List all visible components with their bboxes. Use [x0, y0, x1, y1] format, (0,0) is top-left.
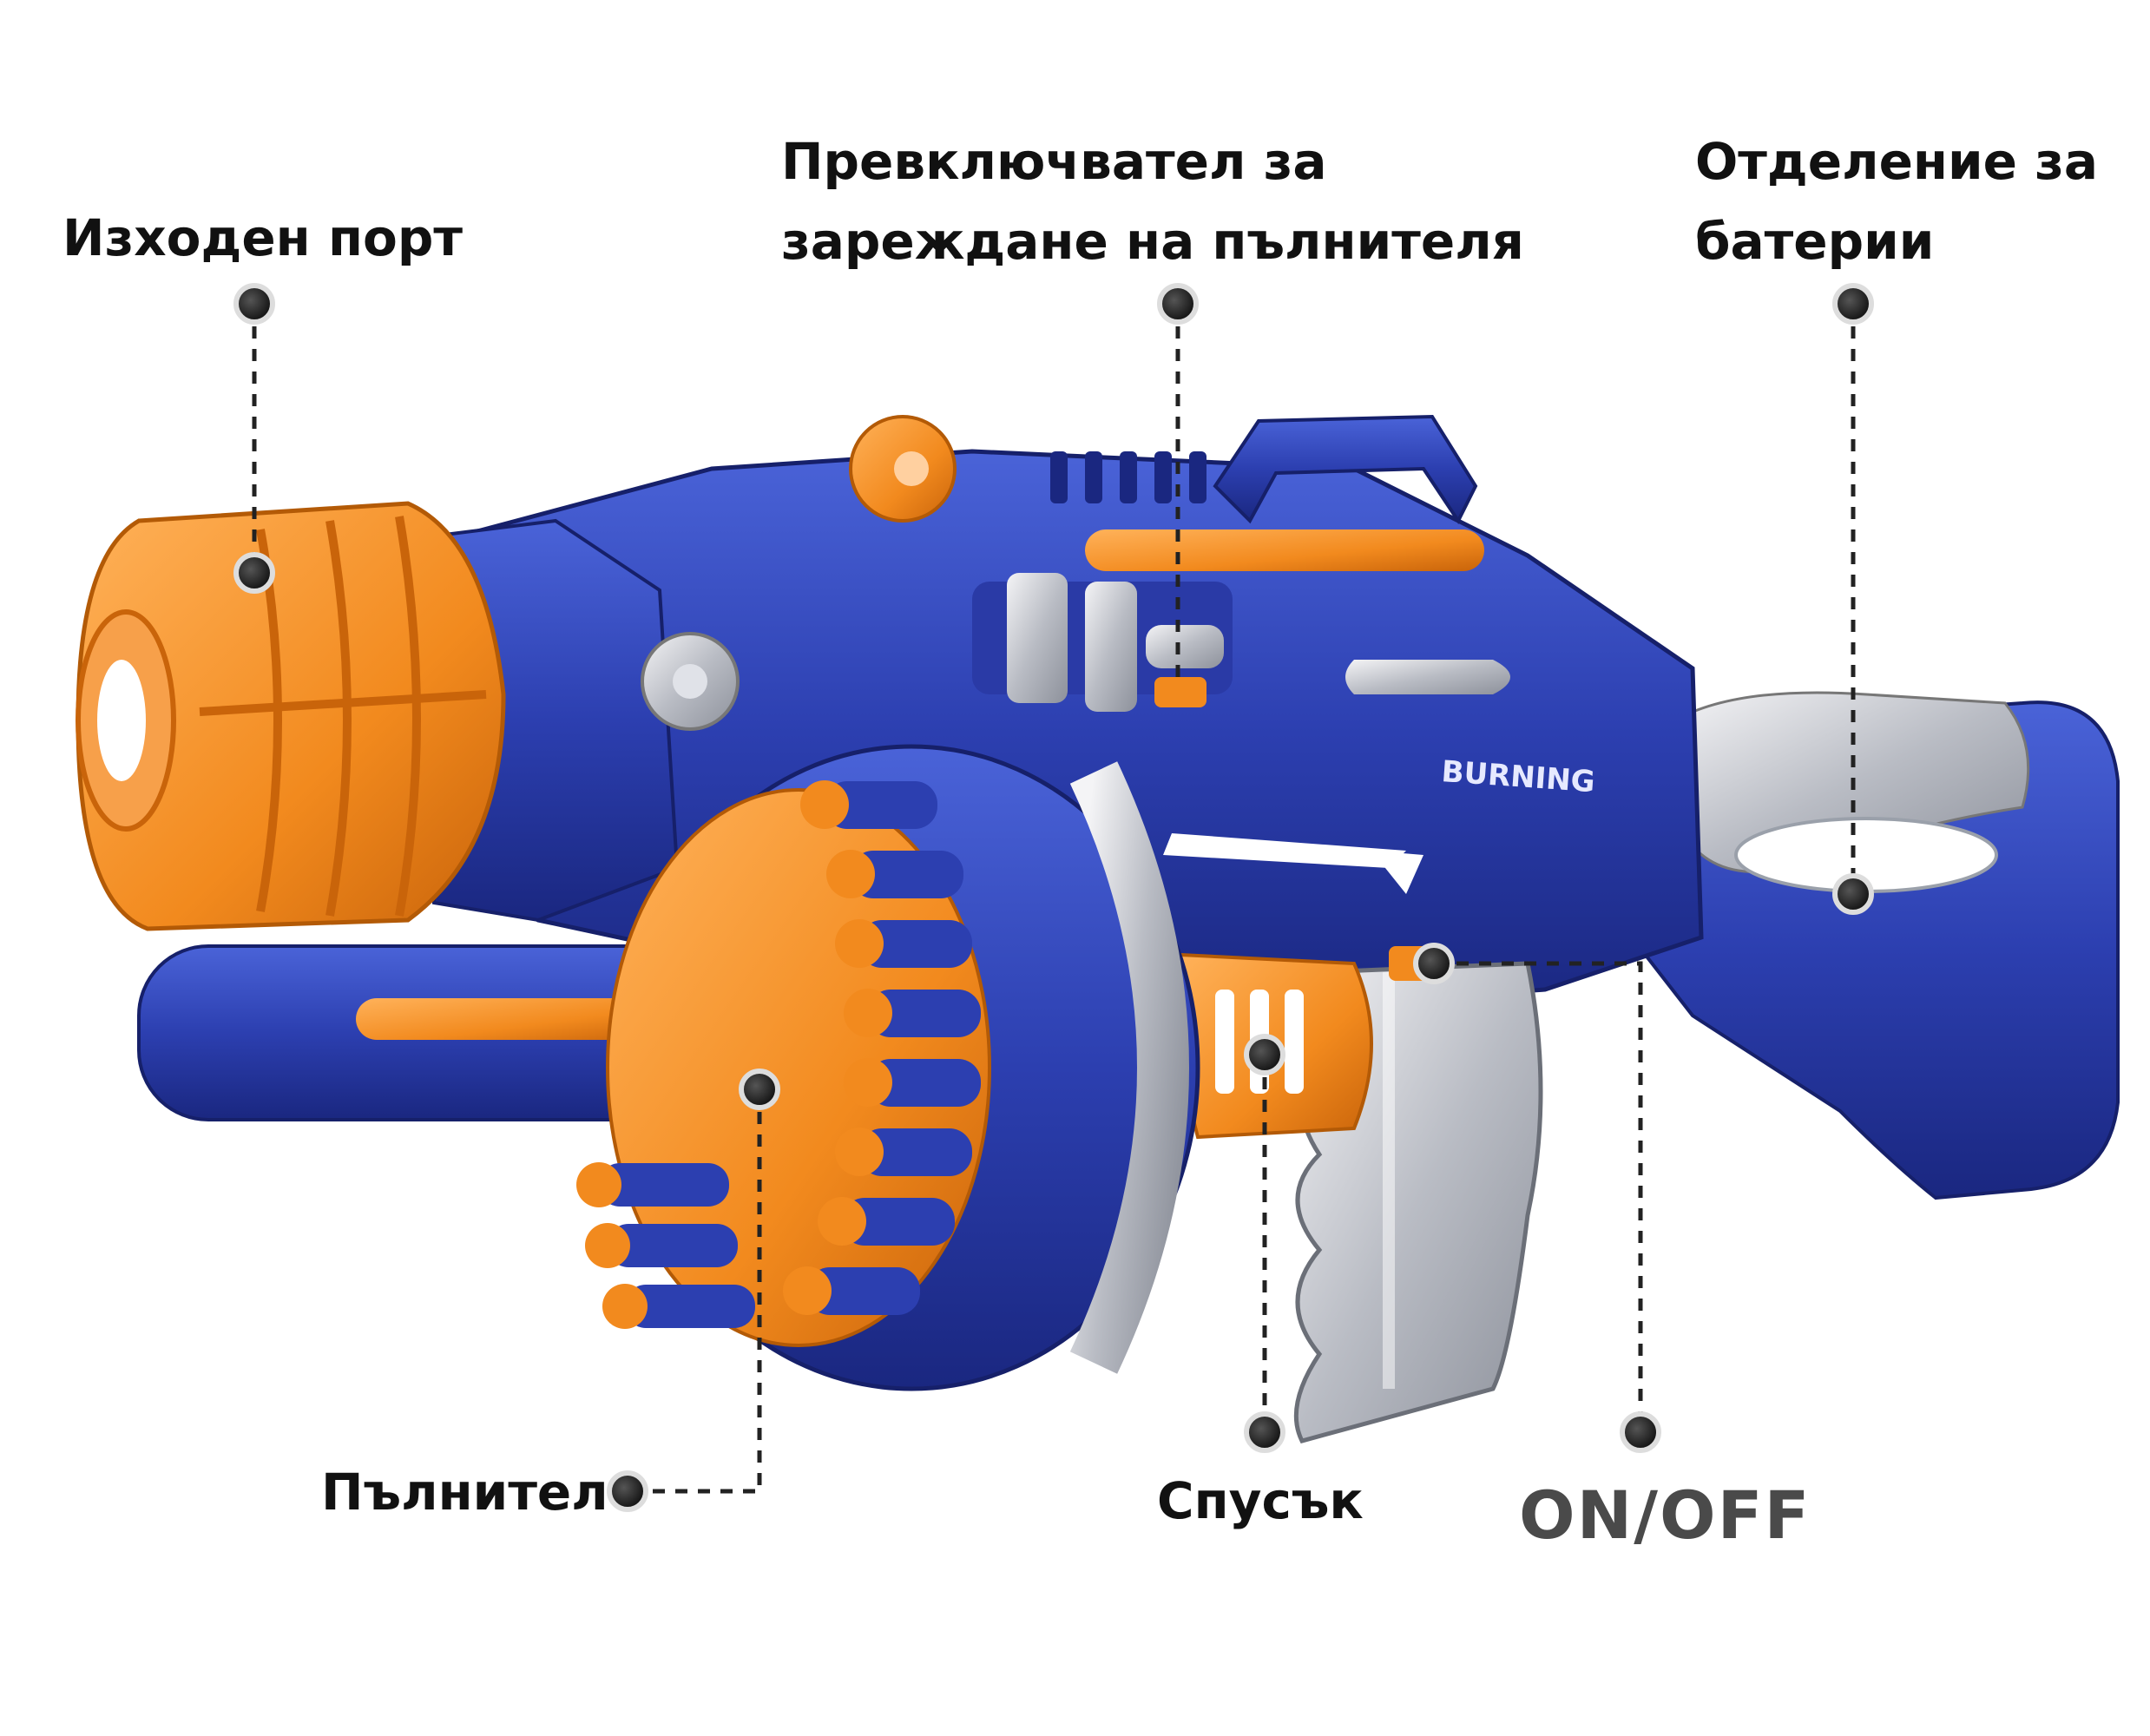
- dot-power-bottom: [1620, 1411, 1661, 1453]
- toy-blaster: BURNING: [76, 414, 2120, 1443]
- dot-battery-top: [1832, 283, 1874, 325]
- label-battery-line2: батерии: [1695, 212, 1935, 271]
- bullet-decoration: [1345, 660, 1510, 694]
- carry-handle: [1213, 414, 1478, 524]
- callout-dots: [233, 283, 1874, 1512]
- dot-magazine-switch-top: [1157, 283, 1199, 325]
- callout-leaders: [252, 304, 1856, 1494]
- label-magazine-switch-line2: зареждане на пълнителя: [781, 212, 1524, 271]
- foam-darts: [576, 780, 981, 1329]
- dot-trigger-bottom: [1244, 1411, 1285, 1453]
- dot-magazine-label: [607, 1470, 648, 1512]
- side-rod: [1085, 529, 1484, 571]
- dot-output-port-target: [233, 552, 275, 594]
- label-magazine-switch-line1: Превключвател за: [781, 132, 1327, 191]
- label-magazine: Пълнител: [321, 1463, 608, 1522]
- label-output-port: Изходен порт: [62, 208, 463, 267]
- label-battery-compartment: Отделение за батерии: [1695, 122, 2098, 281]
- drum-magazine: [576, 744, 1200, 1391]
- label-magazine-switch: Превключвател за зареждане на пълнителя: [781, 122, 1524, 281]
- label-trigger: Спусък: [1157, 1471, 1364, 1530]
- magazine-switch-part: [1154, 677, 1206, 707]
- leader-power: [1434, 961, 1643, 1432]
- muzzle: [76, 501, 506, 931]
- dot-output-port-top: [233, 283, 275, 325]
- label-battery-line1: Отделение за: [1695, 132, 2098, 191]
- dot-power-target: [1413, 943, 1455, 984]
- dot-magazine-target: [739, 1069, 780, 1110]
- dot-battery-target: [1832, 873, 1874, 915]
- dot-trigger-target: [1244, 1034, 1285, 1075]
- label-on-off: ON/OFF: [1519, 1476, 1811, 1554]
- top-rail: [1050, 451, 1206, 503]
- leader-magazine: [634, 1089, 762, 1494]
